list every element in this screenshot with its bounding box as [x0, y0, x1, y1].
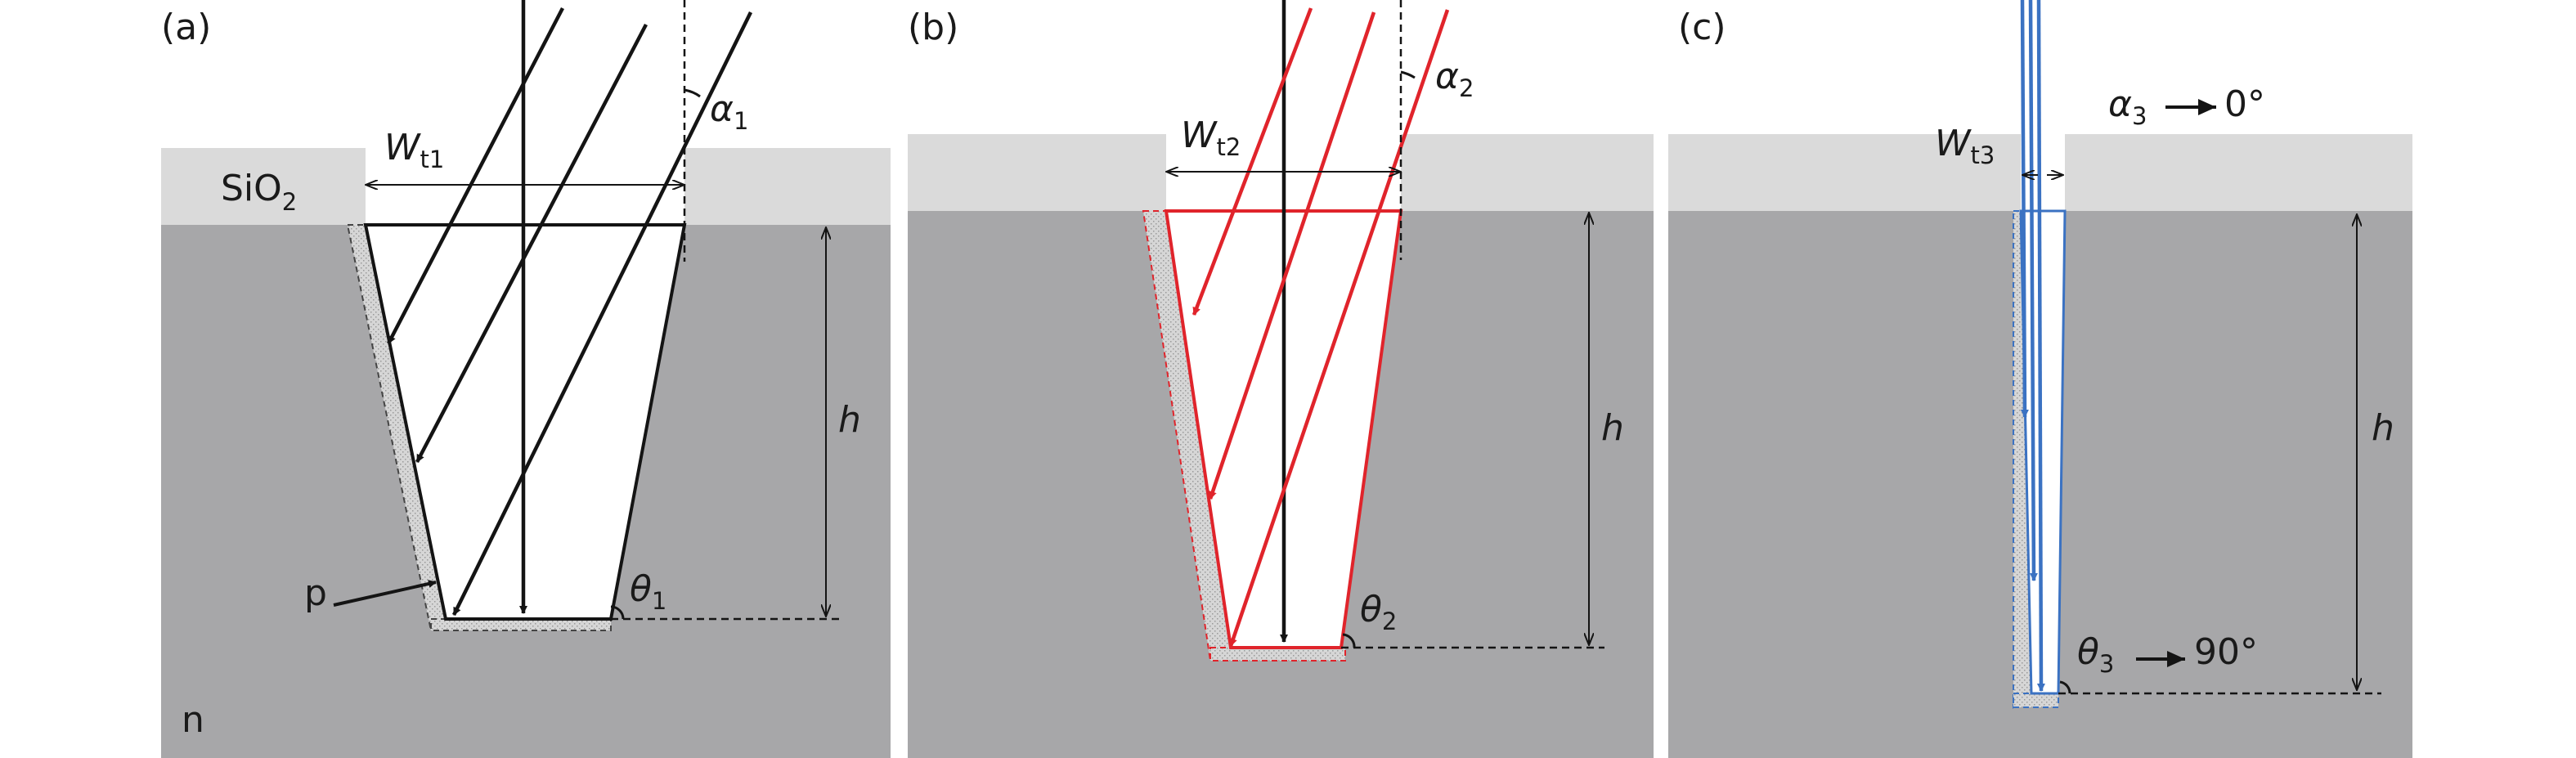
alpha-symbol: α — [710, 88, 734, 130]
panel-a: (a) SiO2 Wt1 α1 h θ1 p n — [161, 0, 891, 758]
alpha-subscript: 1 — [734, 107, 748, 135]
incident-ray — [2036, 0, 2045, 692]
theta-label: θ1 — [630, 568, 666, 615]
p-layer-bottom — [430, 618, 612, 631]
oxide-text: SiO — [221, 168, 282, 209]
alpha-subscript: 3 — [2132, 102, 2147, 130]
oxide-label: SiO2 — [221, 168, 297, 216]
oxide-subscript: 2 — [282, 188, 297, 216]
theta-angle-arc — [1342, 633, 1356, 648]
theta-symbol: θ — [1360, 589, 1382, 630]
oxide-layer-left — [161, 148, 366, 225]
alpha-subscript: 2 — [1459, 74, 1474, 102]
alpha-symbol: α — [1435, 56, 1459, 97]
p-layer — [346, 224, 447, 632]
incident-ray — [451, 11, 753, 616]
incident-ray — [415, 23, 648, 464]
width-symbol: W — [1181, 114, 1218, 156]
incident-ray — [2020, 0, 2029, 418]
width-label: Wt3 — [1935, 123, 1995, 169]
alpha-label: α1 — [710, 88, 748, 135]
panel-tag: (b) — [908, 7, 958, 48]
width-symbol: W — [384, 127, 421, 168]
theta-subscript: 3 — [2099, 650, 2114, 678]
theta-angle-arc — [2059, 680, 2071, 694]
width-symbol: W — [1935, 123, 1972, 164]
alpha-label: α3 — [2108, 83, 2147, 130]
width-label: Wt1 — [384, 127, 444, 173]
p-layer-bottom — [1209, 647, 1346, 662]
incident-ray — [1208, 11, 1376, 500]
p-layer-bottom — [2013, 693, 2059, 708]
oxide-layer-left — [908, 134, 1166, 211]
theta-angle-arc — [610, 605, 625, 620]
theta-limit-value: 90° — [2194, 631, 2258, 673]
alpha-angle-arc — [1400, 70, 1416, 79]
theta-subscript: 2 — [1382, 608, 1397, 635]
theta-label: θ3 — [2077, 631, 2114, 678]
oxide-layer-right — [684, 148, 891, 225]
alpha-limit-value: 0° — [2224, 83, 2265, 125]
incident-ray — [1192, 7, 1313, 316]
height-label: h — [1601, 407, 1624, 449]
panel-b: (b) Wt2 α2 h θ2 — [908, 0, 1654, 758]
alpha-label: α2 — [1435, 56, 1474, 102]
height-label: h — [2372, 407, 2394, 449]
incident-ray — [1228, 9, 1450, 647]
p-pointer-arrow — [333, 580, 437, 607]
width-subscript: t1 — [420, 146, 445, 173]
alpha-symbol: α — [2108, 83, 2132, 125]
panel-tag: (c) — [1678, 7, 1726, 48]
theta-subscript: 1 — [652, 587, 666, 615]
width-label: Wt2 — [1181, 114, 1241, 161]
height-label: h — [838, 399, 861, 441]
oxide-layer-left — [1668, 134, 2021, 211]
p-layer-label: p — [304, 572, 327, 614]
width-subscript: t3 — [1971, 141, 1995, 169]
theta-symbol: θ — [630, 568, 652, 610]
p-layer — [2013, 210, 2033, 710]
panel-tag: (a) — [161, 7, 211, 48]
oxide-layer-right — [2065, 134, 2412, 211]
oxide-layer-right — [1401, 134, 1654, 211]
incident-ray — [387, 7, 564, 345]
width-subscript: t2 — [1217, 133, 1241, 161]
panel-c: (c) Wt3 α3 0° h θ3 90° — [1668, 0, 2412, 758]
alpha-angle-arc — [684, 88, 701, 98]
incident-ray — [2028, 0, 2038, 581]
theta-symbol: θ — [2077, 631, 2099, 673]
n-substrate-label: n — [182, 699, 204, 741]
theta-label: θ2 — [1360, 589, 1397, 635]
